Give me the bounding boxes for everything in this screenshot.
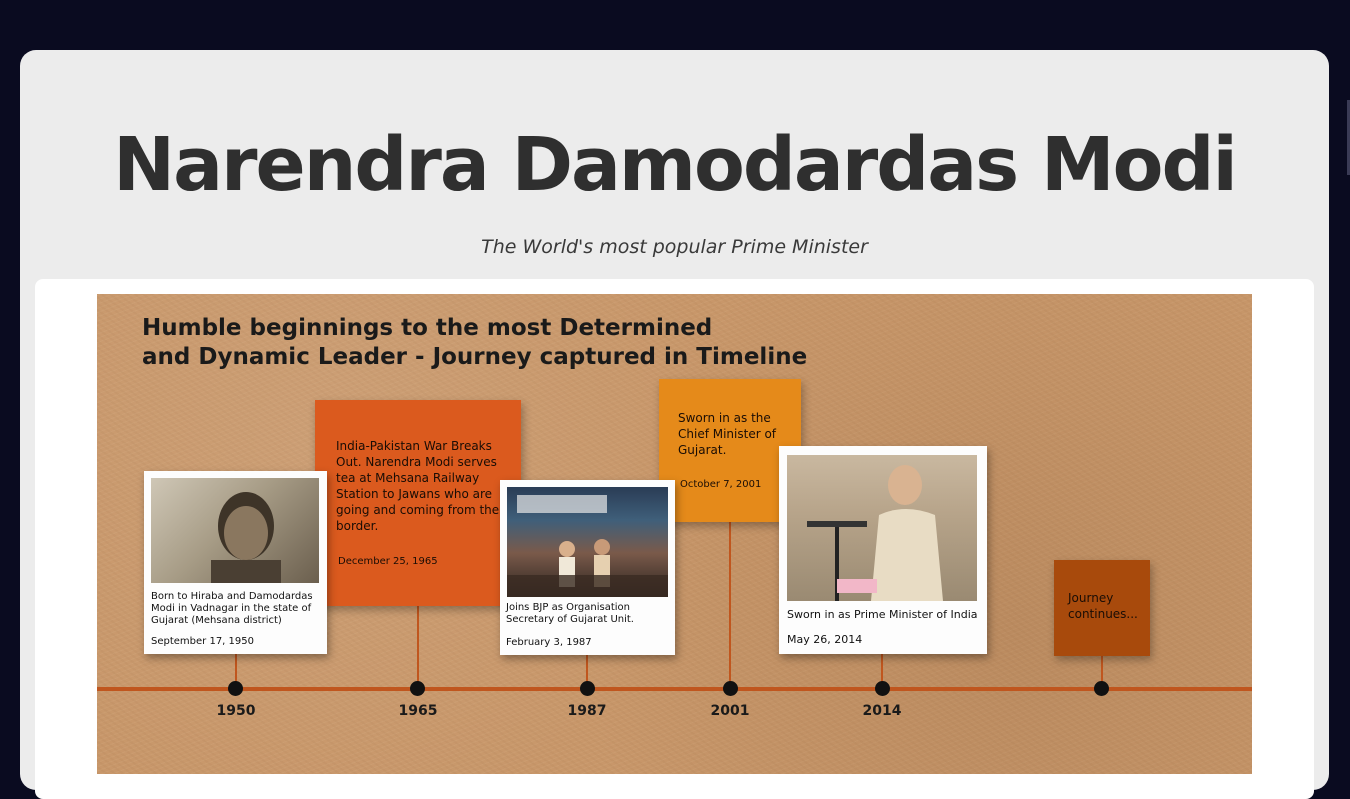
pm-oath-photo	[787, 455, 977, 601]
timeline-axis	[97, 687, 1252, 691]
main-card: Narendra Damodardas Modi The World's mos…	[20, 50, 1329, 799]
timeline-dot-continues	[1094, 681, 1109, 696]
stem-2001	[729, 522, 731, 688]
portrait-icon	[807, 465, 943, 601]
timeline-dot-2014	[875, 681, 890, 696]
timeline-dot-1950	[228, 681, 243, 696]
stem-continues	[1101, 656, 1103, 688]
event-text: Sworn in as Prime Minister of India	[787, 608, 978, 621]
event-card-1987: Joins BJP as Organisation Secretary of G…	[500, 480, 675, 655]
stem-2014	[881, 654, 883, 688]
event-card-2014: Sworn in as Prime Minister of India May …	[779, 446, 987, 654]
event-date: September 17, 1950	[151, 636, 254, 647]
event-card-continues: Journey continues...	[1054, 560, 1150, 656]
scrollbar-thumb[interactable]	[1347, 100, 1350, 175]
year-label: 1987	[567, 703, 607, 719]
event-card-1950: Born to Hiraba and Damodardas Modi in Va…	[144, 471, 327, 654]
timeline-dot-1987	[580, 681, 595, 696]
timeline-heading: Humble beginnings to the most Determined…	[142, 314, 807, 372]
year-label: 1950	[216, 703, 256, 719]
timeline-dot-2001	[723, 681, 738, 696]
event-date: May 26, 2014	[787, 633, 863, 646]
stem-1950	[235, 654, 237, 688]
timeline-heading-line-1: Humble beginnings to the most Determined	[142, 315, 713, 341]
event-text: Born to Hiraba and Damodardas Modi in Va…	[151, 591, 313, 626]
timeline-dot-1965	[410, 681, 425, 696]
stem-1987	[586, 654, 588, 688]
portrait-icon	[211, 492, 281, 583]
rally-photo	[507, 487, 668, 597]
page-subtitle: The World's most popular Prime Minister	[481, 236, 868, 258]
stem-1965	[417, 604, 419, 688]
event-date: October 7, 2001	[680, 479, 762, 490]
event-date: December 25, 1965	[338, 556, 438, 567]
crowd-icon	[507, 495, 668, 597]
year-label: 2001	[710, 703, 750, 719]
year-label: 2014	[862, 703, 902, 719]
timeline-heading-line-2: and Dynamic Leader - Journey captured in…	[142, 344, 808, 370]
event-card-1965: India-Pakistan War Breaks Out. Narendra …	[315, 400, 521, 606]
event-text: Journey continues...	[1068, 591, 1138, 621]
event-card-2001: Sworn in as the Chief Minister of Gujara…	[659, 379, 801, 522]
event-text: Sworn in as the Chief Minister of Gujara…	[678, 411, 777, 457]
event-text: Joins BJP as Organisation Secretary of G…	[506, 602, 634, 625]
childhood-photo	[151, 478, 319, 583]
event-text: India-Pakistan War Breaks Out. Narendra …	[336, 439, 500, 533]
year-label: 1965	[398, 703, 438, 719]
timeline-image: Humble beginnings to the most Determined…	[97, 294, 1252, 774]
image-panel: Humble beginnings to the most Determined…	[35, 279, 1314, 799]
page-title: Narendra Damodardas Modi	[113, 122, 1238, 208]
event-date: February 3, 1987	[506, 637, 592, 648]
